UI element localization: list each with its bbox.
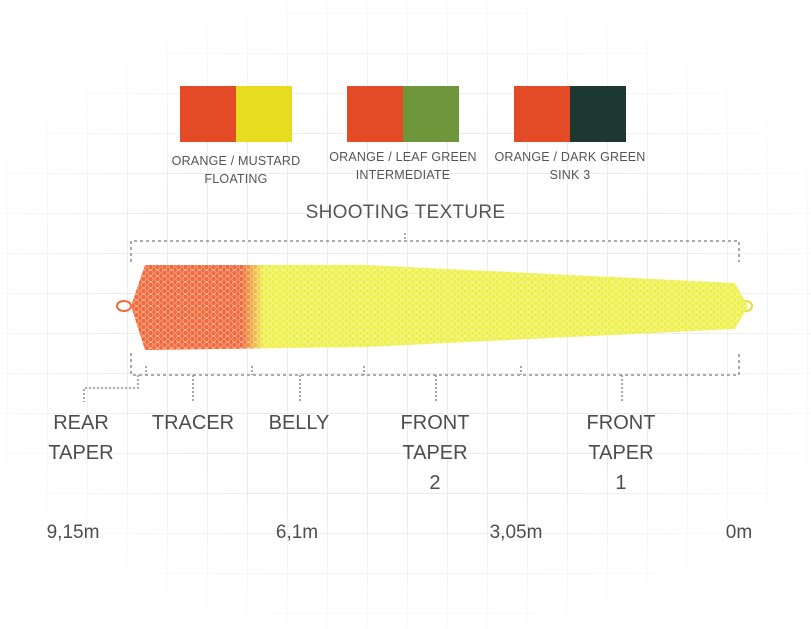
segment-label-belly: BELLY — [269, 408, 330, 438]
segment-label-line: TAPER — [588, 442, 654, 464]
segment-label-front-taper-2: FRONT TAPER 2 — [401, 408, 470, 498]
swatch-color-b — [403, 86, 459, 142]
shooting-texture-bracket — [130, 240, 740, 262]
colorway-orange-dark-green: ORANGE / DARK GREEN SINK 3 — [480, 86, 660, 184]
colorway-sink-rate: SINK 3 — [549, 168, 591, 182]
segment-bracket — [130, 353, 740, 376]
swatch-color-a — [180, 86, 236, 142]
colorway-orange-leaf-green: ORANGE / LEAF GREEN INTERMEDIATE — [313, 86, 493, 184]
colorway-label: ORANGE / DARK GREEN SINK 3 — [480, 148, 660, 184]
colorway-sink-rate: FLOATING — [204, 172, 268, 186]
segment-label-line: FRONT — [400, 412, 470, 434]
shooting-texture-title: SHOOTING TEXTURE — [305, 202, 506, 223]
color-swatch — [347, 86, 459, 142]
fly-line-texture — [131, 265, 748, 350]
distance-label-3-05m: 3,05m — [489, 522, 543, 543]
segment-label-rear-taper: REAR TAPER — [48, 408, 113, 468]
colorway-name: ORANGE / MUSTARD — [171, 154, 301, 168]
color-swatch — [180, 86, 292, 142]
segment-label-line: TAPER — [48, 442, 114, 464]
swatch-color-b — [570, 86, 626, 142]
colorway-sink-rate: INTERMEDIATE — [355, 168, 451, 182]
distance-label-9-15m: 9,15m — [46, 522, 100, 543]
rear-taper-leader — [83, 375, 139, 402]
segment-label-line: TRACER — [151, 412, 235, 434]
segment-label-line: TAPER — [402, 442, 468, 464]
distance-label-6-1m: 6,1m — [275, 522, 319, 543]
segment-label-line: REAR — [53, 412, 109, 434]
segment-label-line: BELLY — [268, 412, 330, 434]
distance-label-0m: 0m — [725, 522, 753, 543]
colorway-name: ORANGE / DARK GREEN — [494, 150, 646, 164]
colorway-label: ORANGE / MUSTARD FLOATING — [146, 152, 326, 188]
segment-label-line: FRONT — [586, 412, 656, 434]
segment-label-line: 1 — [615, 472, 627, 494]
color-swatch — [514, 86, 626, 142]
colorway-label: ORANGE / LEAF GREEN INTERMEDIATE — [313, 148, 493, 184]
segment-label-tracer: TRACER — [152, 408, 234, 438]
swatch-color-a — [347, 86, 403, 142]
segment-label-line: 2 — [429, 472, 441, 494]
swatch-color-a — [514, 86, 570, 142]
rear-loop — [116, 300, 132, 312]
swatch-color-b — [236, 86, 292, 142]
segment-label-front-taper-1: FRONT TAPER 1 — [587, 408, 656, 498]
colorway-name: ORANGE / LEAF GREEN — [329, 150, 477, 164]
colorway-orange-mustard: ORANGE / MUSTARD FLOATING — [146, 86, 326, 188]
